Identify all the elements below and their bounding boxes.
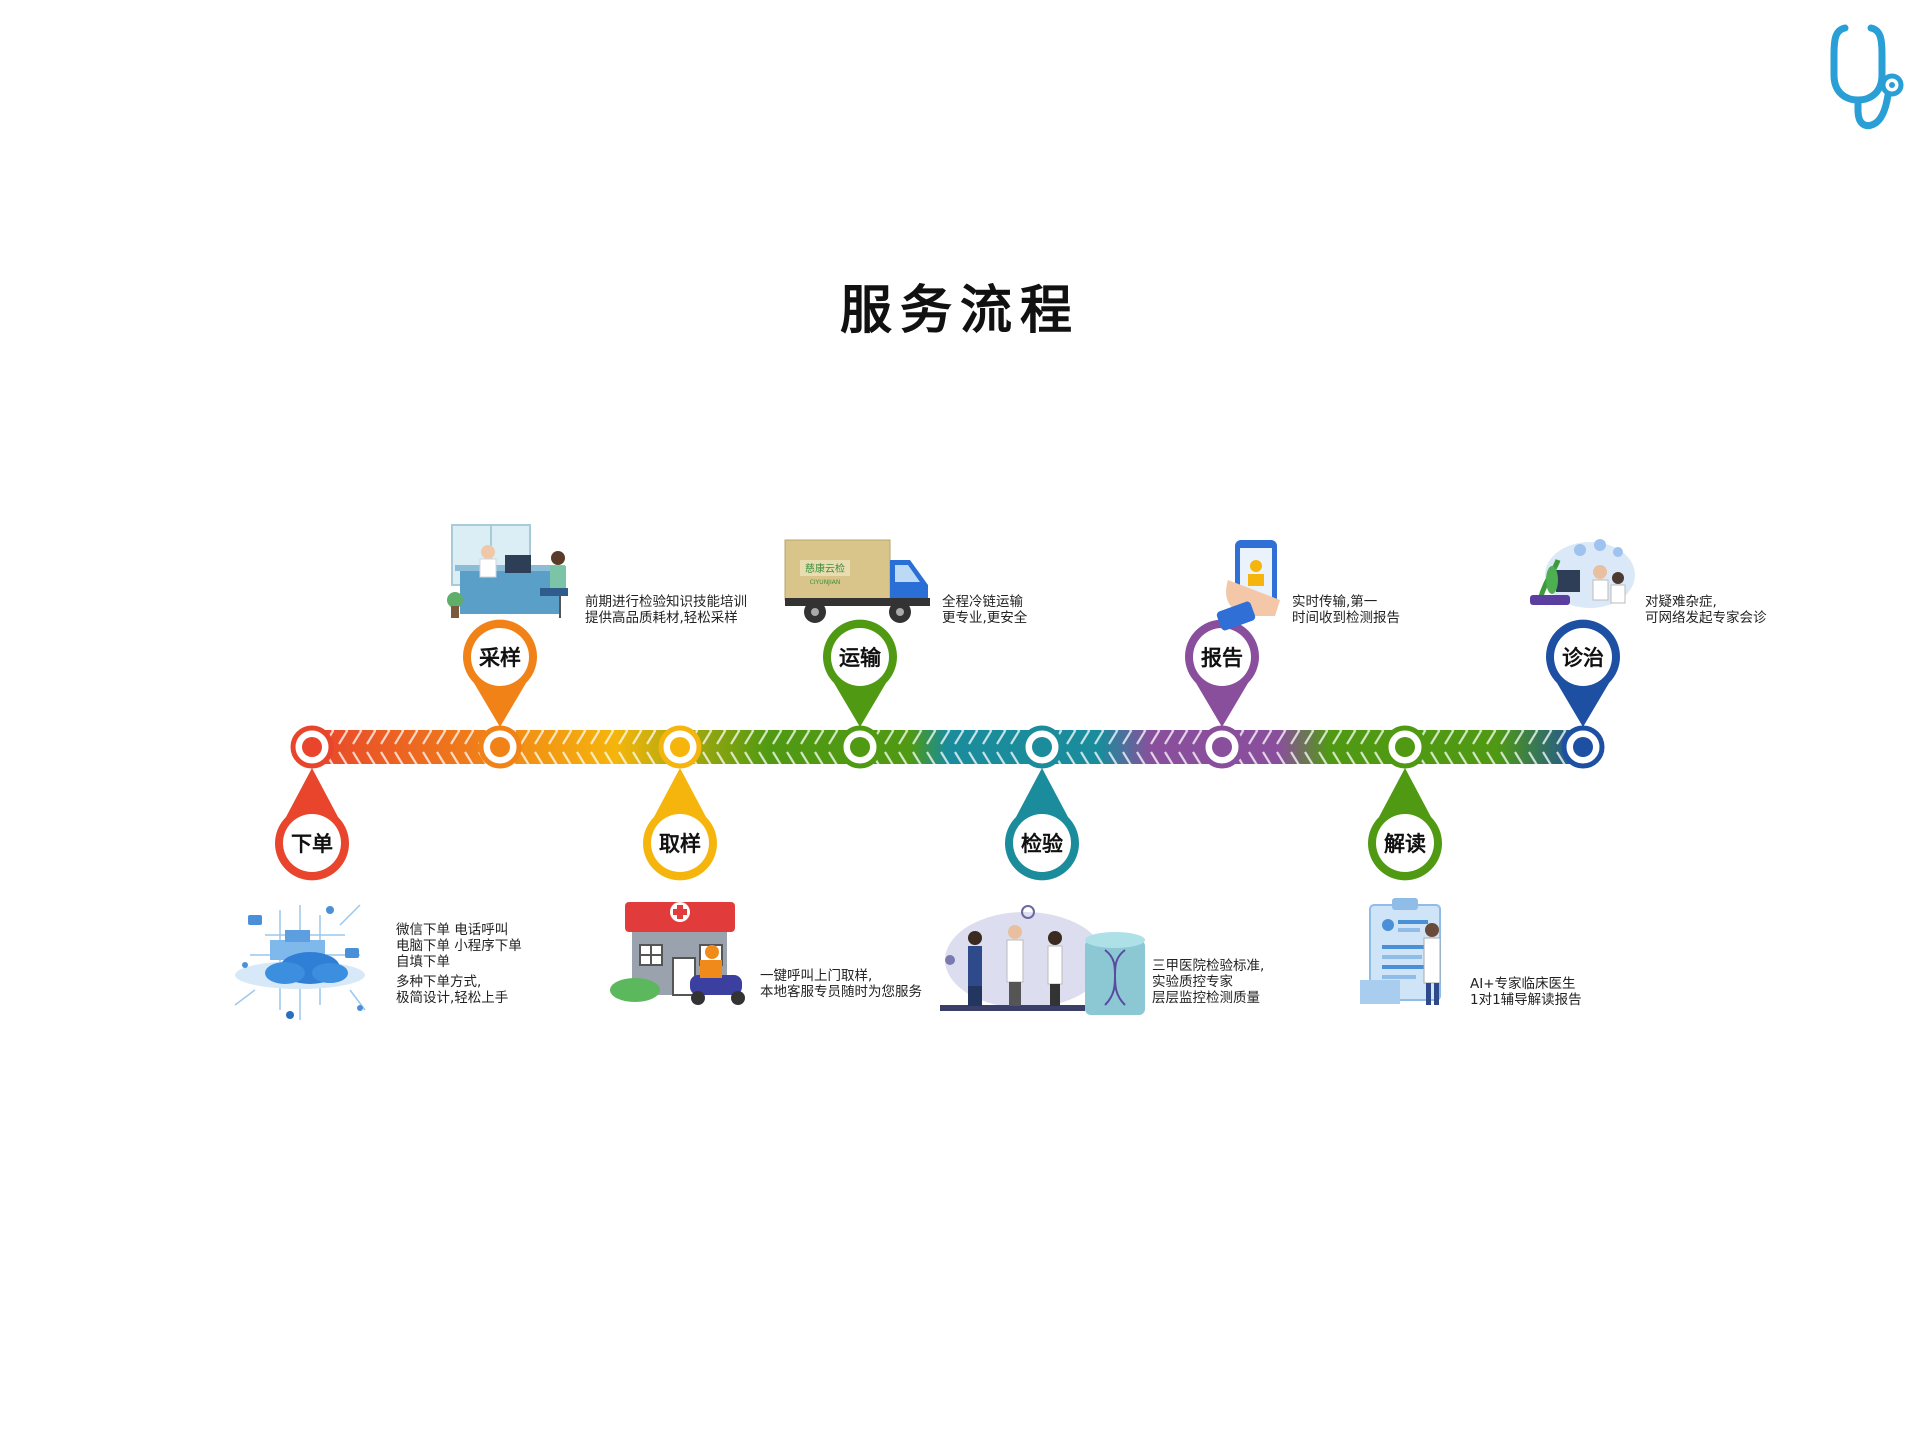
step-pickup: 取样 [643,725,718,881]
phone-report-illustration [1216,540,1280,631]
pin-label-transport: 运输 [839,646,882,670]
stethoscope-icon [1830,24,1904,130]
pin-label-test: 检验 [1021,832,1063,856]
step-transport: 运输 [823,619,897,769]
step-desc-diagnose: 对疑难杂症, 可网络发起专家会诊 [1645,594,1767,626]
pin-label-collect: 采样 [479,646,521,670]
step-test: 检验 [1005,725,1079,881]
pin-face-report [1193,628,1251,686]
step-desc-test: 三甲医院检验标准, 实验质控专家 层层监控检测质量 [1152,958,1265,1006]
truck-brand-text: 慈康云检 [805,562,845,575]
pickup-clinic-illustration [610,902,745,1005]
step-collect: 采样 [463,619,537,769]
step-report: 报告 [1185,619,1259,769]
pin-label-interpret: 解读 [1384,832,1426,856]
timeline-node-dot-test [1032,737,1052,757]
step-desc-pickup: 一键呼叫上门取样, 本地客服专员随时为您服务 [760,968,922,1000]
step-desc-report: 实时传输,第一 时间收到检测报告 [1292,594,1400,626]
timeline-node-dot-diagnose [1573,737,1593,757]
lab-illustration [940,905,1145,1015]
pin-face-order [283,814,341,872]
truck-brand-en: CIYUNJIAN [810,579,841,586]
timeline-bar [310,730,1585,764]
step-interpret: 解读 [1368,725,1443,881]
timeline-node-dot-report [1212,737,1232,757]
pin-face-diagnose [1554,628,1612,686]
step-diagnose: 诊治 [1546,619,1620,769]
consult-illustration [1530,539,1635,608]
pin-face-pickup [651,814,709,872]
pin-label-pickup: 取样 [659,832,701,856]
pin-face-transport [831,628,889,686]
pin-face-test [1013,814,1071,872]
step-desc-collect: 前期进行检验知识技能培训 提供高品质耗材,轻松采样 [585,594,747,626]
page-title: 服务流程 [839,281,1080,341]
step-desc-transport: 全程冷链运输 更专业,更安全 [942,594,1028,626]
truck-illustration: 慈康云检 CIYUNJIAN [784,539,930,623]
step-desc-interpret: AI+专家临床医生 1对1辅导解读报告 [1470,976,1582,1008]
pin-label-report: 报告 [1201,646,1243,670]
step-order: 下单 [275,725,350,881]
timeline-node-dot-order [302,737,322,757]
pin-label-order: 下单 [291,832,333,856]
sampling-room-illustration [447,524,568,618]
step-desc-order: 微信下单 电话呼叫 电脑下单 小程序下单 自填下单 多种下单方式, 极简设计,轻… [396,922,522,1006]
timeline-node-dot-collect [490,737,510,757]
pin-face-collect [471,628,529,686]
cloud-network-illustration [234,904,366,1020]
pin-face-interpret [1376,814,1434,872]
timeline-node-dot-transport [850,737,870,757]
timeline-node-dot-pickup [670,737,690,757]
pin-label-diagnose: 诊治 [1562,646,1604,670]
timeline-node-dot-interpret [1395,737,1415,757]
interpret-report-illustration [1360,898,1441,1005]
